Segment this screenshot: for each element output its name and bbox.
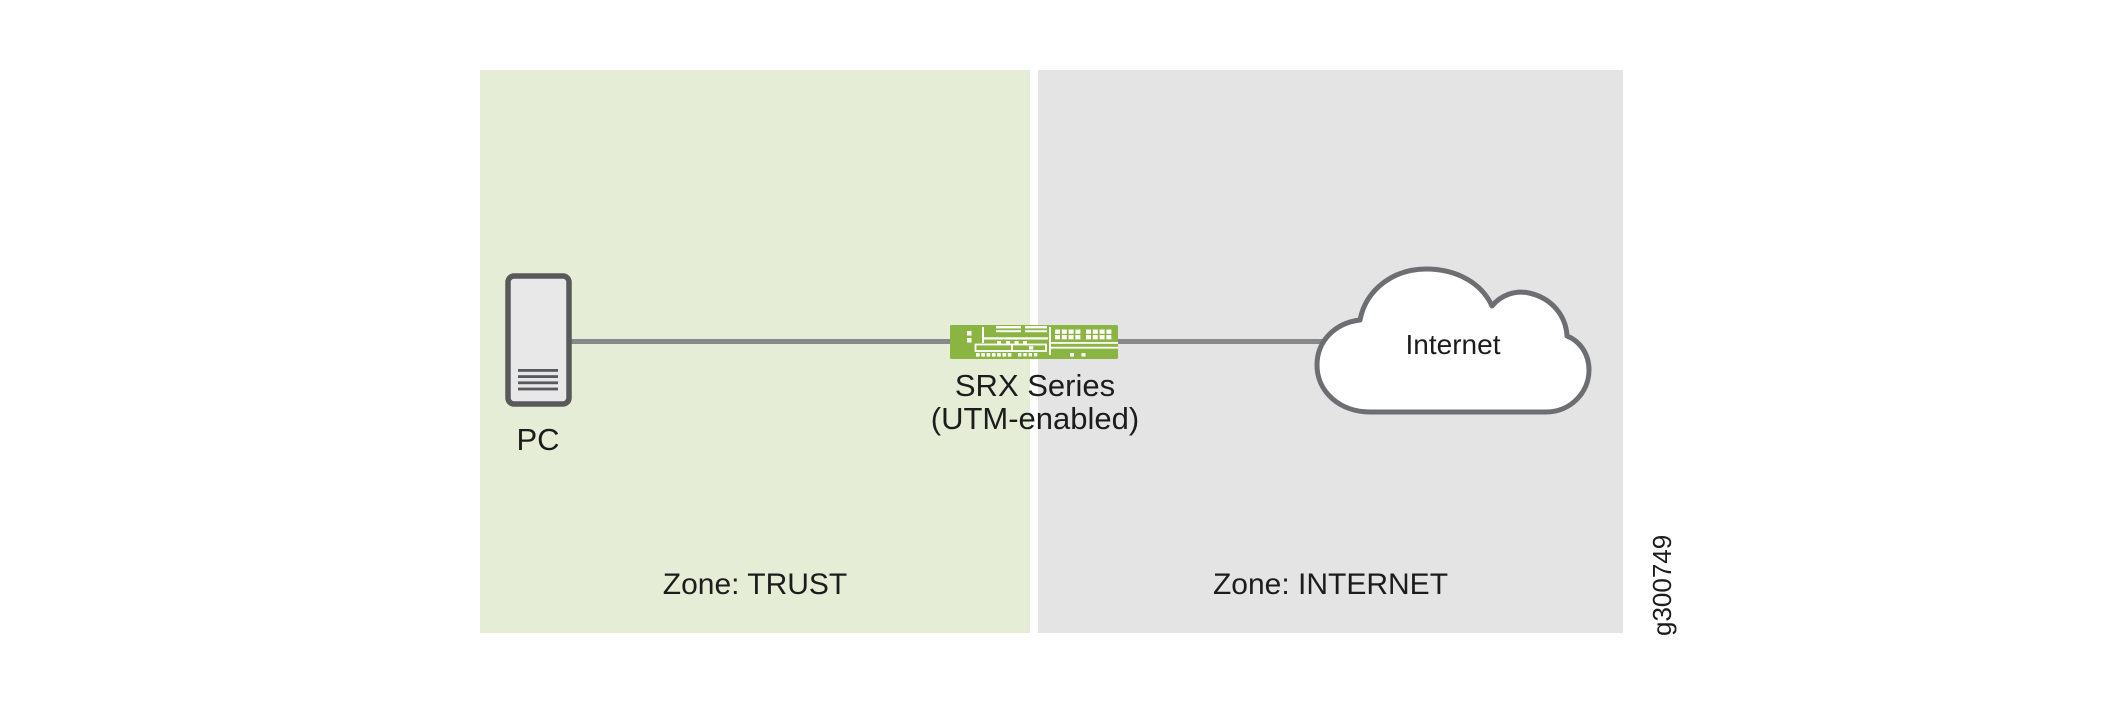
zone-internet-label: Zone: INTERNET	[1212, 568, 1449, 601]
internet-label: Internet	[1405, 329, 1501, 360]
srx-label: SRX Series	[954, 368, 1116, 403]
zone-trust-label: Zone: TRUST	[662, 568, 848, 601]
cloud-icon	[1314, 266, 1592, 415]
srx-label-block: SRX Series (UTM-enabled)	[905, 369, 1165, 435]
srx-sublabel: (UTM-enabled)	[930, 401, 1140, 436]
pc-label: PC	[516, 422, 560, 457]
figure-id-label: g300749	[1647, 534, 1677, 636]
srx-appliance-icon	[950, 325, 1118, 359]
pc-tower-icon	[505, 273, 572, 407]
